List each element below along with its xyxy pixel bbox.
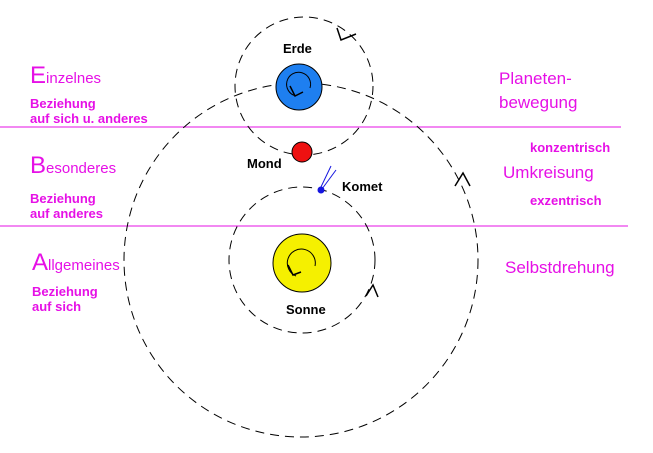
comet-tail-icon: [319, 165, 332, 190]
allgemeines-heading: Allgemeines: [32, 249, 120, 277]
comet-icon: [317, 186, 325, 194]
einzelnes-relation-2: auf sich u. anderes: [30, 111, 148, 126]
exzentrisch-label: exzentrisch: [530, 193, 602, 208]
einzelnes-heading: Einzelnes: [30, 62, 101, 90]
moon-icon: [291, 141, 313, 163]
sun-rotation-arrow-icon: [287, 264, 302, 276]
besonderes-heading: Besonderes: [30, 152, 116, 180]
allgemeines-rest: llgemeines: [48, 257, 120, 274]
sonne-label: Sonne: [286, 302, 326, 317]
einzelnes-initial: E: [30, 62, 47, 89]
earth-icon: [275, 63, 323, 111]
sun-rotation-icon: [286, 248, 316, 277]
mond-label: Mond: [247, 156, 282, 171]
earth-orbit-arrow-icon: [454, 171, 471, 187]
sun-icon: [272, 233, 332, 293]
besonderes-initial: B: [30, 152, 47, 179]
moon-orbit-arrow-icon: [336, 27, 357, 41]
allgemeines-initial: A: [32, 249, 49, 276]
planeten-label: Planeten-: [499, 69, 572, 88]
allgemeines-relation-2: auf sich: [32, 299, 82, 314]
erde-label: Erde: [283, 41, 312, 56]
einzelnes-relation: Beziehung: [30, 96, 96, 111]
comet-tail-icon-2: [321, 169, 337, 190]
einzelnes-rest: inzelnes: [46, 70, 102, 87]
konzentrisch-label: konzentrisch: [530, 140, 611, 155]
bewegung-label: bewegung: [499, 93, 578, 112]
besonderes-relation: Beziehung: [30, 191, 96, 206]
comet-orbit-arrow-icon: [365, 283, 379, 298]
selbstdrehung-label: Selbstdrehung: [505, 258, 615, 277]
earth-rotation-arrow-icon: [289, 85, 304, 98]
umkreisung-label: Umkreisung: [503, 163, 594, 182]
earth-rotation-icon: [286, 71, 312, 97]
besonderes-rest: esonderes: [46, 160, 117, 177]
allgemeines-relation: Beziehung: [32, 284, 98, 299]
comet-orbit: [228, 186, 376, 334]
komet-label: Komet: [342, 179, 383, 194]
besonderes-relation-2: auf anderes: [30, 206, 103, 221]
